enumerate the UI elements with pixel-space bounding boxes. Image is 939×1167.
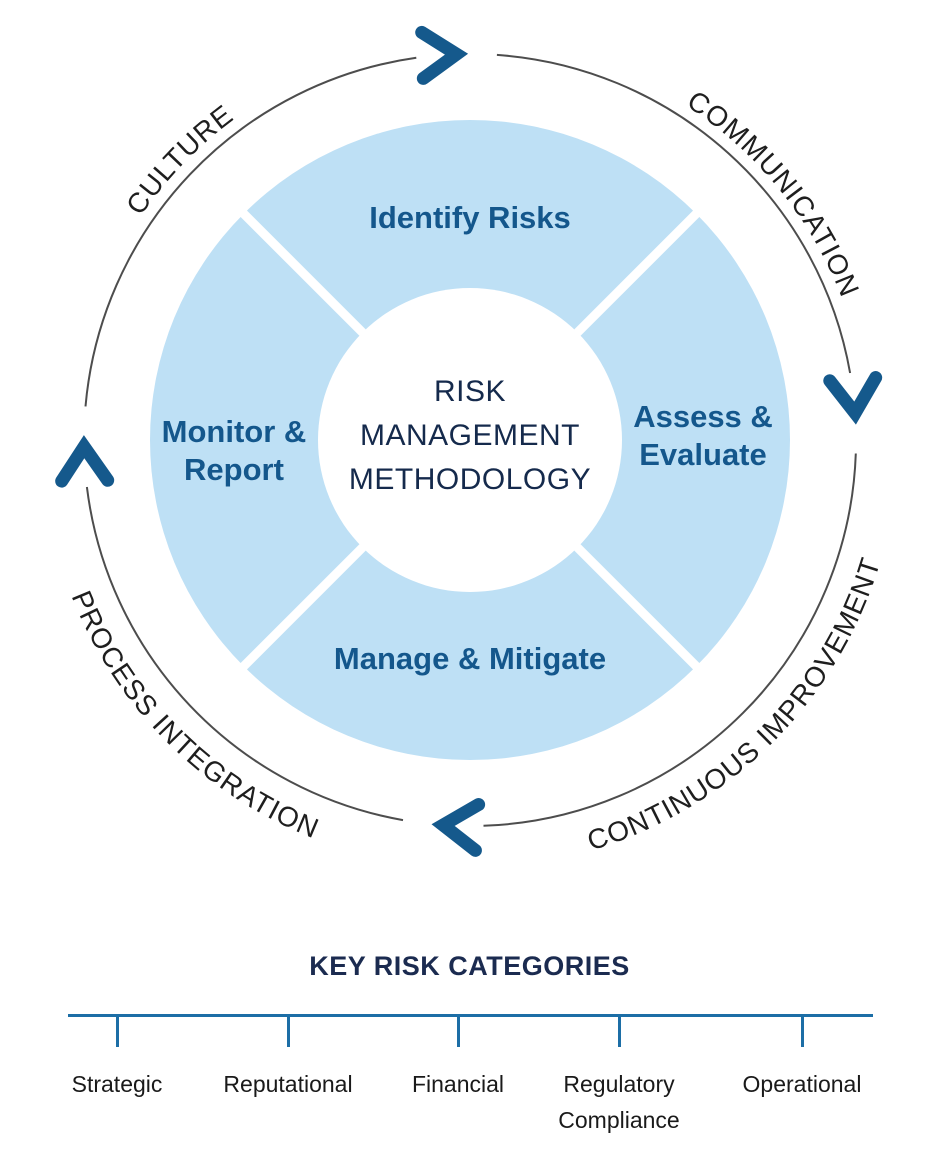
cycle-ring xyxy=(84,53,857,827)
chevron-up-icon xyxy=(55,435,115,488)
chevron-right-icon xyxy=(415,25,469,85)
key-risk-categories-title: KEY RISK CATEGORIES xyxy=(309,951,630,981)
tick-financial xyxy=(456,1014,460,1047)
tick-regulatory xyxy=(617,1014,621,1047)
quadrant-divider-nw xyxy=(232,202,371,341)
category-label-regulatory-compliance: Regulatory Compliance xyxy=(558,1071,680,1133)
category-label-strategic: Strategic xyxy=(71,1071,163,1097)
quadrant-label-manage-mitigate: Manage & Mitigate xyxy=(334,641,606,676)
tick-operational xyxy=(800,1014,804,1047)
quadrant-labels: Identify Risks Assess & Evaluate Manage … xyxy=(162,200,773,676)
categories-axis-line xyxy=(68,1014,873,1017)
cycle-arrows xyxy=(55,25,883,857)
cycle-arc-bottom-right xyxy=(483,453,857,827)
center-title: RISK MANAGEMENT METHODOLOGY xyxy=(349,375,591,496)
center-title-line2: MANAGEMENT xyxy=(360,419,580,452)
risk-cycle-diagram: CULTURE COMMUNICATION CONTINUOUS IMPROVE… xyxy=(55,25,885,857)
tick-reputational xyxy=(286,1014,290,1047)
quadrant-label-assess-line1: Assess & xyxy=(633,399,773,434)
tick-strategic xyxy=(115,1014,119,1047)
chevron-down-icon xyxy=(823,371,883,425)
chevron-left-icon xyxy=(431,798,486,857)
cycle-arc-bottom-left xyxy=(85,486,404,822)
center-title-line1: RISK xyxy=(434,375,506,408)
wheel-hub xyxy=(318,288,622,592)
quadrant-divider-sw xyxy=(232,539,371,678)
quadrant-divider-ne xyxy=(569,202,708,341)
category-label-operational: Operational xyxy=(742,1071,862,1097)
cycle-arc-top-left xyxy=(84,56,417,407)
cycle-arc-top-right xyxy=(496,53,852,374)
outer-label-culture: CULTURE xyxy=(120,99,239,221)
quadrant-label-monitor-line2: Report xyxy=(184,452,284,487)
methodology-wheel xyxy=(150,120,790,760)
center-title-line3: METHODOLOGY xyxy=(349,463,591,496)
quadrant-divider-se xyxy=(569,539,708,678)
quadrant-label-identify-risks: Identify Risks xyxy=(369,200,571,235)
quadrant-label-monitor-line1: Monitor & xyxy=(162,414,307,449)
category-label-reputational: Reputational xyxy=(223,1071,353,1097)
category-label-financial: Financial xyxy=(411,1071,505,1097)
quadrant-label-assess-line2: Evaluate xyxy=(639,437,767,472)
